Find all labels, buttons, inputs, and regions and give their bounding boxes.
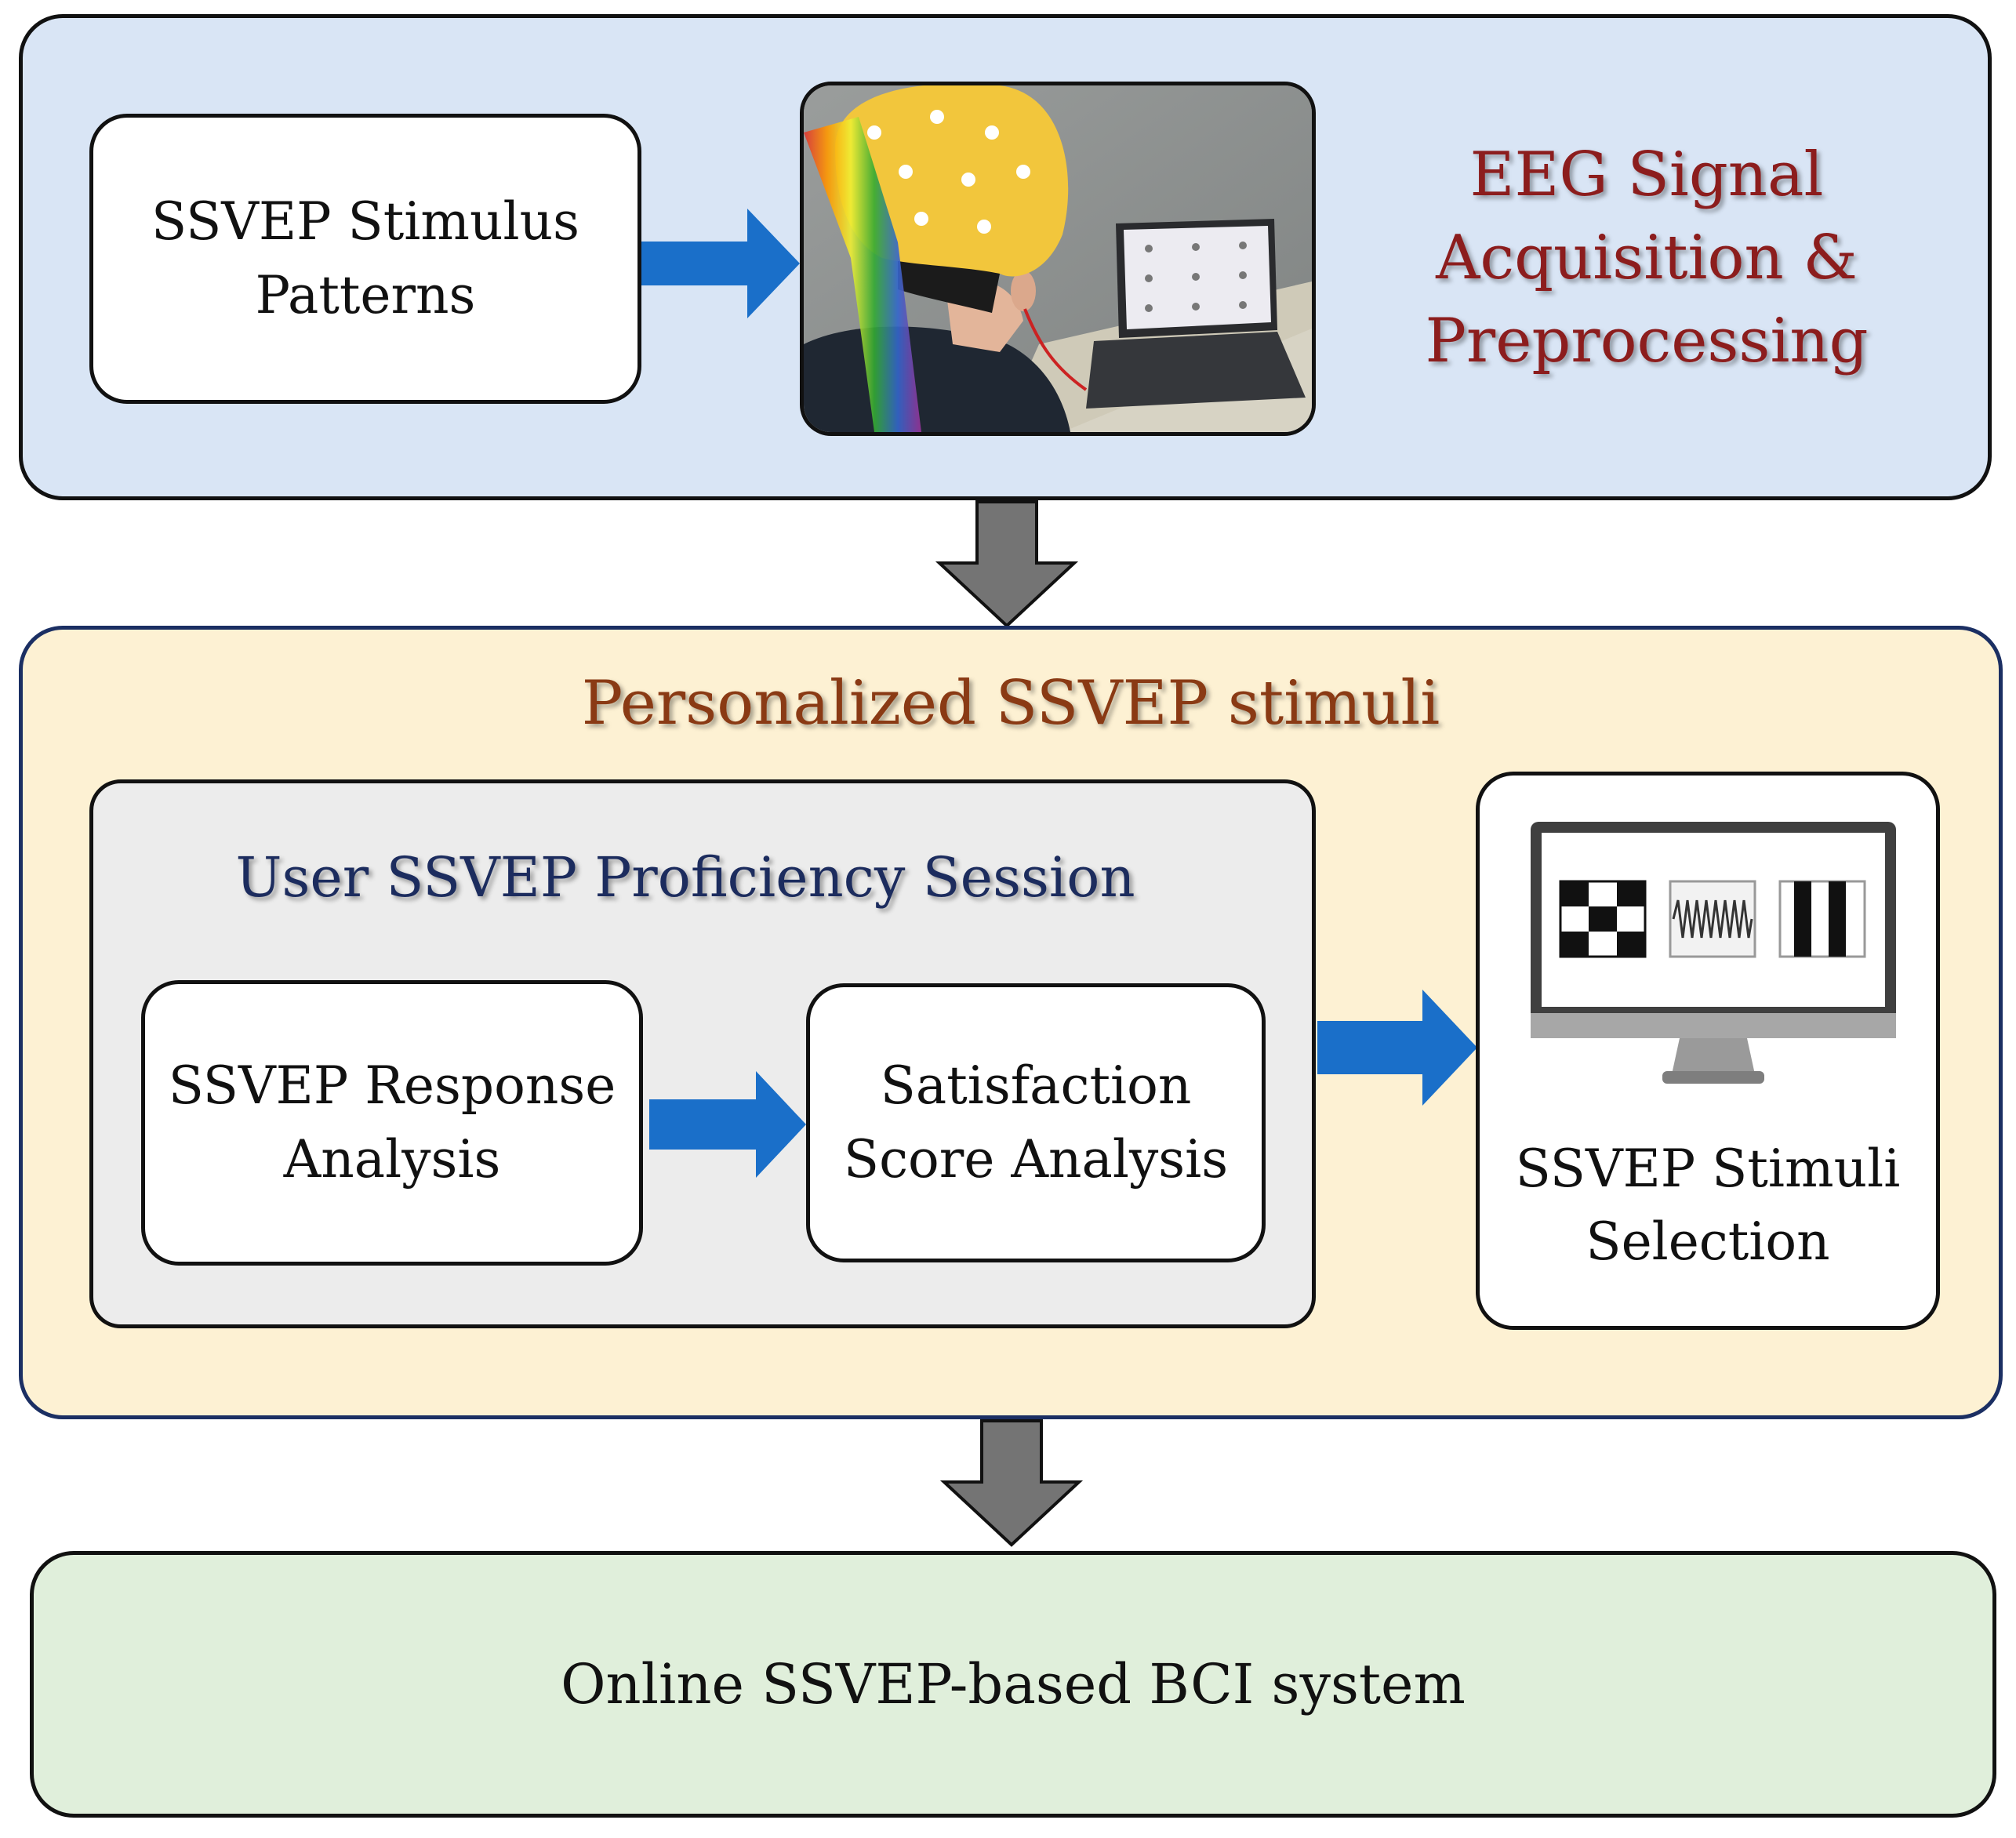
satisfaction-box-line2: Score Analysis	[843, 1129, 1229, 1190]
eeg-signal-title: EEG Signal Acquisition & Preprocessing	[1404, 133, 1890, 383]
eeg-recording-photo	[800, 82, 1316, 436]
gray-arrow-down-icon	[939, 1419, 1084, 1547]
eeg-title-line3: Preprocessing	[1425, 306, 1869, 377]
blue-arrow-icon	[1317, 990, 1477, 1106]
eeg-title-line1: EEG Signal	[1469, 140, 1824, 210]
gray-arrow-down-icon	[935, 500, 1079, 628]
eeg-title-line2: Acquisition &	[1436, 223, 1858, 294]
monitor-stimuli-icon	[1531, 822, 1896, 1084]
ssvep-stimulus-patterns-box: SSVEP Stimulus Patterns	[89, 114, 641, 404]
blue-arrow-icon	[641, 209, 800, 318]
online-bci-system-panel: Online SSVEP-based BCI system	[30, 1551, 1996, 1818]
proficiency-session-title: User SSVEP Proficiency Session	[235, 845, 1135, 910]
stimulus-box-line1: SSVEP Stimulus	[151, 191, 579, 252]
stimulus-box-line2: Patterns	[255, 265, 476, 325]
response-box-line2: Analysis	[283, 1129, 501, 1190]
response-box-line1: SSVEP Response	[168, 1055, 616, 1117]
personalized-stimuli-title: Personalized SSVEP stimuli	[581, 668, 1440, 739]
selection-box-line2: Selection	[1586, 1211, 1830, 1273]
ssvep-response-analysis-box: SSVEP Response Analysis	[141, 980, 643, 1266]
satisfaction-score-analysis-box: Satisfaction Score Analysis	[806, 983, 1266, 1262]
blue-arrow-icon	[649, 1071, 806, 1178]
online-bci-system-label: Online SSVEP-based BCI system	[561, 1652, 1466, 1716]
selection-box-line1: SSVEP Stimuli	[1515, 1138, 1901, 1199]
satisfaction-box-line1: Satisfaction	[880, 1055, 1192, 1117]
